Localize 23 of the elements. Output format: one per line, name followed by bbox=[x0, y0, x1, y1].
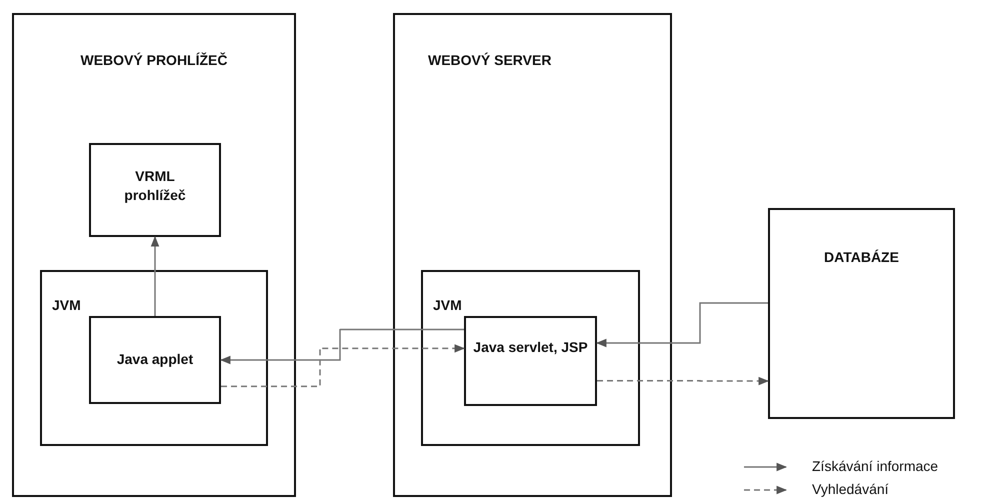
database-box bbox=[768, 208, 955, 419]
arrow bbox=[150, 236, 160, 316]
jvm-container bbox=[40, 270, 268, 446]
node-label: JVM bbox=[52, 296, 82, 315]
node-label: WEBOVÝ SERVER bbox=[428, 51, 552, 70]
jvm-container bbox=[421, 270, 640, 446]
server-container bbox=[393, 13, 672, 497]
process-box bbox=[89, 316, 221, 404]
node-label: DATABÁZE bbox=[823, 248, 900, 267]
process-box bbox=[89, 143, 221, 237]
arrow bbox=[596, 302, 768, 348]
arrow bbox=[597, 376, 770, 386]
browser-container bbox=[12, 13, 296, 497]
node-label: JVM bbox=[433, 296, 463, 315]
node-label: Java servlet, JSP bbox=[472, 338, 589, 357]
arrow bbox=[221, 344, 466, 388]
legend-label: Získávání informace bbox=[812, 458, 938, 474]
node-label: Java applet bbox=[116, 350, 194, 369]
legend-label: Vyhledávání bbox=[812, 481, 889, 497]
arrow bbox=[220, 328, 464, 364]
process-box bbox=[464, 316, 597, 406]
node-label: WEBOVÝ PROHLÍŽEČ bbox=[79, 51, 228, 70]
node-label: VRML prohlížeč bbox=[123, 167, 187, 205]
